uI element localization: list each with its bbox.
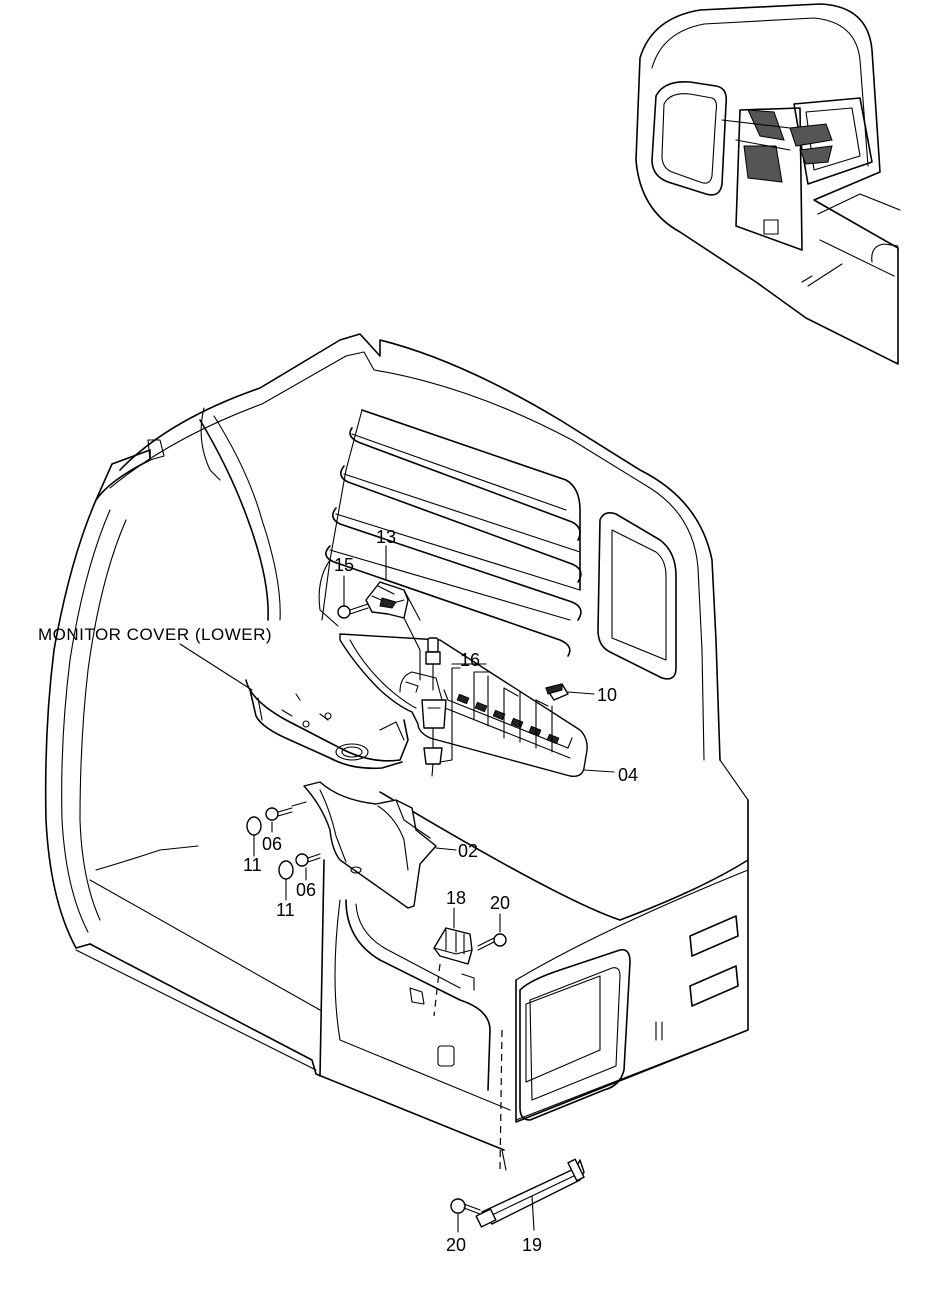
part-20-screw-a [477,913,507,951]
part-13-bracket [365,581,421,681]
part-16-connectors [421,637,553,777]
part-11-cap-a [246,816,262,857]
part-06-screw-b [295,853,321,867]
part-04-cover [339,633,588,778]
label-18: 18 [446,888,466,908]
cab-frame [44,333,749,1171]
part-labels: MONITOR COVER (LOWER) 13 15 16 10 04 02 … [38,527,638,1255]
label-15: 15 [334,555,354,575]
part-20-screw-b [450,1198,481,1233]
part-02-lower-cover [303,781,437,909]
label-11-a: 11 [243,855,262,875]
monitor-cover-lower [179,643,409,770]
label-16: 16 [460,650,480,670]
label-11-b: 11 [276,900,295,920]
label-02: 02 [458,841,478,861]
part-06-screw-a [265,801,307,821]
label-19: 19 [522,1235,542,1255]
label-06-b: 06 [296,880,316,900]
label-04: 04 [618,765,638,785]
part-11-cap-b [278,860,294,901]
part-10-clip [545,683,569,701]
label-13: 13 [376,527,396,547]
label-20-b: 20 [446,1235,466,1255]
monitor-cover-highlight-2 [789,123,833,147]
part-18-bracket [433,907,473,965]
part-04-slots [456,693,560,745]
part-19-rod [475,1158,585,1231]
label-monitor-cover-lower: MONITOR COVER (LOWER) [38,625,272,644]
label-06-a: 06 [262,834,282,854]
leader-lines [271,545,615,881]
label-20-a: 20 [490,893,510,913]
monitor-cover-highlight-3 [799,145,833,165]
part-15-screw [337,603,369,619]
label-10: 10 [597,685,617,705]
cab-overview-inset [635,3,901,365]
